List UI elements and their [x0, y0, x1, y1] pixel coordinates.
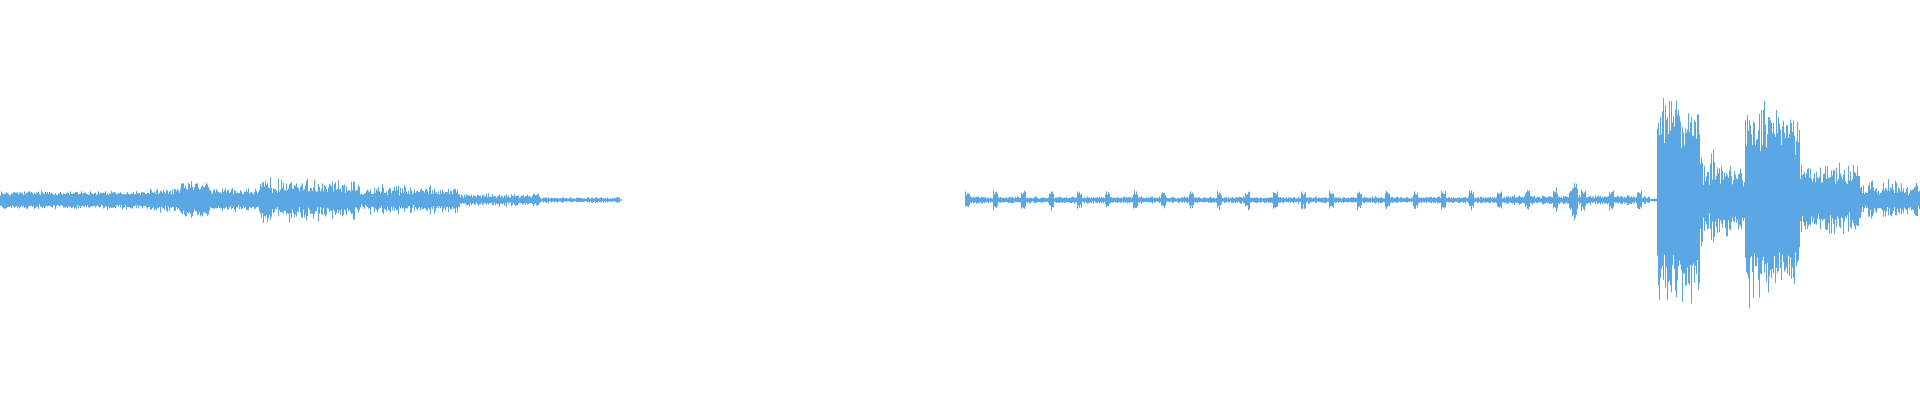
- waveform-trace: [0, 98, 1920, 309]
- waveform-samples: [0, 98, 1920, 309]
